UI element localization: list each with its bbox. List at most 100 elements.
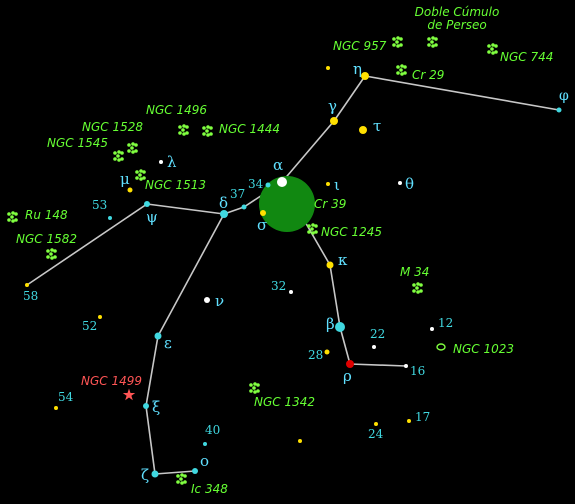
dso-ngc1545: NGC 1545 <box>47 136 124 162</box>
star-label: 28 <box>308 348 323 362</box>
star-dot <box>241 204 247 210</box>
dso-ngc1444: NGC 1444 <box>202 122 280 137</box>
star-label: β <box>326 315 335 333</box>
star-f53: 53 <box>92 198 112 220</box>
cluster-dot <box>396 36 400 40</box>
dso-ngc1245: NGC 1245 <box>307 223 382 239</box>
star-label: 54 <box>58 390 74 404</box>
cluster-dot <box>120 157 124 161</box>
cluster-dot <box>50 248 54 252</box>
dso-ngc1528: NGC 1528 <box>82 120 143 154</box>
cluster-dot <box>142 176 146 180</box>
star-f22: 22 <box>370 327 385 349</box>
cluster-dot <box>431 36 435 40</box>
dso-label: NGC 1499 <box>81 374 142 388</box>
cluster-dot <box>50 256 54 260</box>
star-label: φ <box>559 88 569 104</box>
cluster-dot <box>135 170 139 174</box>
cluster-dot <box>494 44 498 48</box>
star-delta: δ <box>219 194 228 218</box>
star-label: α <box>273 156 283 174</box>
cluster-dot <box>176 480 180 484</box>
star-dot <box>25 283 29 287</box>
star-dot <box>192 468 198 474</box>
star-iota: ι <box>326 176 340 194</box>
cluster-dot <box>430 40 434 44</box>
star-label: 58 <box>23 289 38 303</box>
cluster-dot <box>415 286 419 290</box>
star-dot <box>398 181 402 185</box>
star-dot <box>335 322 345 332</box>
star-f58: 58 <box>23 283 38 303</box>
cluster-dot <box>400 72 404 76</box>
star-label: 53 <box>92 198 107 212</box>
cluster-dot <box>117 158 121 162</box>
star-omicron: ο <box>192 452 209 474</box>
cluster-dot <box>253 382 257 386</box>
dso-m34: M 34 <box>400 265 429 294</box>
cluster-dot <box>46 249 50 253</box>
star-dot <box>151 470 159 478</box>
cluster-dot <box>202 132 206 136</box>
star-alpha: α <box>273 156 287 187</box>
cluster-dot <box>116 154 120 158</box>
cluster-dot <box>392 37 396 41</box>
star-dot <box>404 364 408 368</box>
star-dot <box>359 126 367 134</box>
star-f28: 28 <box>308 348 330 362</box>
cluster-dot <box>209 126 213 130</box>
star-zeta: ζ <box>141 466 159 484</box>
cluster-dot <box>181 128 185 132</box>
star-f32: 32 <box>271 279 293 294</box>
star-label: 37 <box>230 187 245 201</box>
star-label: γ <box>328 97 337 115</box>
star-dot <box>361 72 369 80</box>
star-mu: μ <box>120 170 133 193</box>
cluster-dot <box>134 143 138 147</box>
cluster-dot <box>399 37 403 41</box>
cluster-dot <box>138 173 142 177</box>
cluster-dot <box>11 219 15 223</box>
constellation-line-phi-eta <box>364 75 560 111</box>
cluster-dot <box>134 149 138 153</box>
dso-cr39: Cr 39 <box>259 176 346 232</box>
cluster-dot <box>434 37 438 41</box>
cluster-dot <box>396 65 400 69</box>
dso-label: Ru 148 <box>25 208 68 222</box>
cluster-dot <box>412 283 416 287</box>
star-label: μ <box>120 170 130 188</box>
star-label: κ <box>338 251 348 269</box>
cluster-dot <box>314 224 318 228</box>
dso-ru148: Ru 148 <box>7 208 68 223</box>
star-dot <box>108 216 112 220</box>
cluster-dot <box>249 389 253 393</box>
dso-ngc1499: NGC 1499 <box>81 374 142 401</box>
star-dot <box>265 182 271 188</box>
dso-label: NGC 1582 <box>16 232 77 246</box>
cr39-disc <box>259 176 315 232</box>
star-label: δ <box>219 194 228 212</box>
star-dot <box>346 360 354 368</box>
dso-label: NGC 1023 <box>453 342 514 356</box>
star-label: σ <box>257 216 267 234</box>
star-dot <box>326 182 330 186</box>
dso-label-line: de Perseo <box>427 18 486 32</box>
dso-ngc957: NGC 957 <box>333 36 403 53</box>
star-dot <box>204 297 210 303</box>
dso-label: NGC 957 <box>333 39 387 53</box>
dso-label: NGC 1545 <box>47 136 108 150</box>
cluster-dot <box>490 47 494 51</box>
dso-label: Ic 348 <box>191 482 228 496</box>
star-dot <box>326 261 334 269</box>
cluster-dot <box>314 230 318 234</box>
star-label: ξ <box>152 398 160 416</box>
dso-label: Cr 29 <box>412 68 444 82</box>
cluster-dot <box>491 43 495 47</box>
star-label: ζ <box>141 466 149 484</box>
cluster-dot <box>139 169 143 173</box>
cluster-dot <box>307 230 311 234</box>
cluster-dot <box>117 150 121 154</box>
constellation-line-rho-f16 <box>349 363 407 367</box>
dso-cr29: Cr 29 <box>396 64 444 82</box>
